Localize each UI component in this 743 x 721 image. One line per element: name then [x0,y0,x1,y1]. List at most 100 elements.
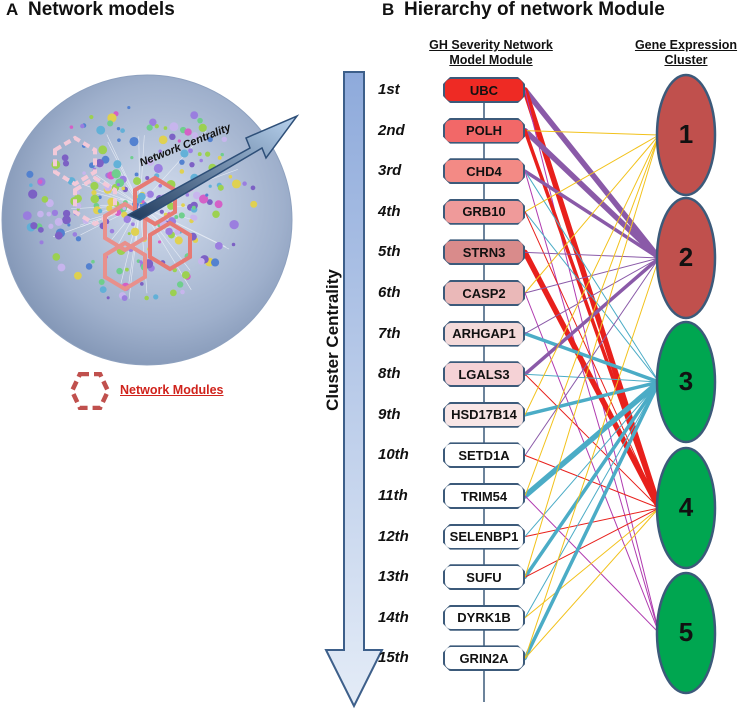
network-node [146,190,154,198]
network-node [137,192,146,201]
module-rank-1: 1st [378,81,400,98]
network-node [250,185,256,191]
network-node [89,114,94,120]
edge-grb10-to-cluster-3 [524,211,660,383]
panel-a-title: Network models [28,0,175,20]
network-node [140,282,144,286]
network-node [121,186,126,191]
module-node-strn3: STRN3 [443,239,525,265]
network-node [37,210,44,218]
edge-sufu-to-cluster-4 [524,507,660,578]
network-node [95,158,104,168]
network-node [130,222,135,227]
network-node [120,128,125,134]
module-rank-9: 9th [378,405,401,423]
edge-lgals3-to-cluster-3 [524,373,660,383]
network-node [174,215,179,220]
network-node [57,263,66,272]
network-node [250,200,258,208]
edge-ubc-to-cluster-2 [522,87,662,261]
cluster-node-4 [655,446,717,570]
module-node-chd4: CHD4 [443,158,525,184]
module-rank-15: 15th [378,649,409,667]
module-node-polh: POLH [443,118,525,144]
module-rank-14: 14th [378,608,409,626]
module-node-lgals3: LGALS3 [443,361,525,387]
network-node [22,211,32,221]
cluster-node-3 [655,320,717,444]
network-node [111,169,121,179]
module-node-trim54: TRIM54 [443,483,525,509]
network-node [96,125,106,135]
network-node [121,295,128,301]
network-edge [80,204,141,236]
network-node [180,289,185,295]
network-node [174,229,181,235]
module-rank-2: 2nd [378,121,405,139]
network-node [51,209,59,217]
network-node [185,192,190,197]
network-node [146,158,155,166]
network-node [90,194,100,204]
edge-ubc-to-cluster-4 [522,87,662,511]
network-node [124,267,129,272]
network-node [146,124,153,131]
network-node [127,105,131,110]
network-node [231,242,236,247]
network-node [221,136,228,143]
network-node [153,163,163,173]
edge-hsd17b14-to-cluster-3 [523,380,661,417]
network-node [228,174,233,179]
network-node [179,169,185,174]
network-node [130,156,134,160]
network-node [217,155,222,160]
network-node [220,152,224,157]
network-node [106,296,110,300]
network-node [191,132,199,139]
network-node [207,136,213,143]
network-node [133,177,142,186]
module-node-dyrk1b: DYRK1B [443,605,525,631]
network-node [174,236,183,245]
network-module-hexagons [53,135,192,292]
module-node-arhgap1: ARHGAP1 [443,321,525,347]
network-node [165,227,173,236]
network-node [188,148,193,154]
network-node [52,253,61,261]
cluster-centrality-arrow [324,71,384,709]
edge-strn3-to-cluster-2 [524,251,660,259]
module-node-casp2: CASP2 [443,280,525,306]
network-node [90,181,99,191]
module-rank-8: 8th [378,365,401,383]
network-node [199,194,209,204]
network-node [179,159,185,165]
network-node [97,208,103,214]
edge-grb10-to-cluster-1 [524,134,660,213]
cluster-node-2 [655,196,717,320]
network-node [75,236,82,242]
module-rank-4: 4th [378,202,401,220]
network-node [117,138,121,142]
network-node [98,145,108,155]
cluster-label-3: 3 [678,366,694,396]
network-node [61,154,69,162]
cluster-label-4: 4 [678,492,694,522]
edge-sufu-to-cluster-1 [524,134,660,578]
module-rank-10: 10th [378,446,409,464]
edge-arhgap1-to-cluster-2 [524,257,660,335]
network-node [62,160,70,167]
network-node [109,228,115,234]
edge-hsd17b14-to-cluster-1 [524,134,660,416]
network-node [139,260,143,264]
module-node-hsd17b14: HSD17B14 [443,402,525,428]
network-modules-legend-label: Network Modules [120,383,224,397]
module-node-selenbp1: SELENBP1 [443,524,525,550]
module-rank-12: 12th [378,527,409,545]
network-node [217,184,224,191]
network-node [214,200,223,209]
module-node-grb10: GRB10 [443,199,525,225]
module-node-setd1a: SETD1A [443,442,525,468]
network-node [197,117,203,124]
network-node [192,191,201,200]
network-node [122,206,127,211]
